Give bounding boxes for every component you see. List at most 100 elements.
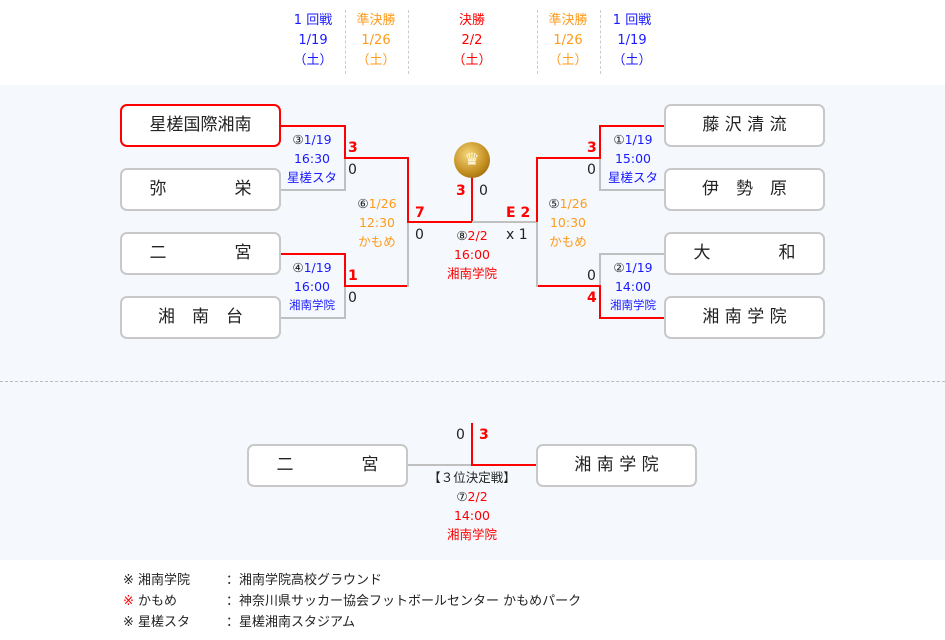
match-date: 1/19 [303,132,332,147]
bracket-line [280,125,346,127]
round-date: 1/26 [361,33,391,48]
score: 0 [456,427,465,443]
match-number: ④ [292,260,304,275]
match-date: 1/19 [303,260,332,275]
bracket-line [600,125,665,127]
match-date: 1/19 [624,260,653,275]
score: 0 [587,268,596,284]
third-place-label: 【３位決定戦】 [428,470,516,485]
match-date: 1/19 [624,132,653,147]
bracket-line [471,464,537,466]
match-date: 1/26 [559,196,588,211]
match-number: ① [613,132,625,147]
score: 0 [415,227,424,243]
match-time: 12:30 [358,215,396,230]
match-time: 15:00 [614,151,652,166]
note-mark: ※ [123,594,134,609]
score: 3 [479,427,489,443]
venue-full: ：湘南学院高校グラウンド [226,573,383,588]
note-mark: ※ [123,615,134,630]
round-date: 1/19 [298,33,328,48]
round-day: （土） [356,53,396,68]
team-box[interactable]: 湘 南 台 [120,296,281,339]
match-venue: 湘南学院 [289,298,335,312]
score: 0 [348,290,357,306]
match-number: ⑧ [456,228,468,243]
score: 3 [587,140,597,156]
team-box[interactable]: 二 宮 [247,444,408,487]
bracket-line [471,177,473,223]
match-venue: 湘南学院 [446,266,497,281]
bracket-line [536,285,601,287]
team-box[interactable]: 大 和 [664,232,825,275]
match-info: ③1/19 16:30 星槎スタ [272,130,352,187]
match-info: ⑥1/26 12:30 かもめ [337,194,417,251]
header-final: 決勝 2/2 （土） [440,11,504,71]
match-date: 2/2 [467,489,488,504]
score: 0 [479,183,488,199]
match-venue: 湘南学院 [610,298,656,312]
match-time: 16:00 [293,279,331,294]
team-box[interactable]: 二 宮 [120,232,281,275]
bracket-line [471,423,473,466]
round-label: 決勝 [458,13,485,28]
team-box[interactable]: 星槎国際湘南 [120,104,281,147]
team-box[interactable]: 藤 沢 清 流 [664,104,825,147]
match-venue: かもめ [358,234,396,249]
round-label: 1 回戦 [612,13,652,28]
match-info: ①1/19 15:00 星槎スタ [593,130,673,187]
match-venue: 星槎スタ [286,170,337,185]
match-time: 14:00 [453,508,491,523]
bracket-line [344,285,409,287]
venue-note: ※ 星槎スタ：星槎湘南スタジアム [123,612,355,633]
round-day: （土） [548,53,588,68]
match-venue: 星槎スタ [607,170,658,185]
match-time: 16:00 [453,247,491,262]
match-number: ⑥ [357,196,369,211]
team-box[interactable]: 湘 南 学 院 [664,296,825,339]
score: 3 [456,183,466,199]
bracket-line [536,222,538,287]
divider [408,10,409,74]
round-date: 2/2 [461,33,483,48]
round-date: 1/19 [617,33,647,48]
match-info: ④1/19 16:00 湘南学院 [272,258,352,315]
venue-abbr: 星槎スタ [138,615,191,630]
bracket-line [407,464,473,466]
match-date: 1/26 [368,196,397,211]
score: 0 [348,162,357,178]
bracket-line [600,317,665,319]
round-label: 準決勝 [548,13,588,28]
bracket-line [280,253,346,255]
score: 7 [415,205,425,221]
divider [537,10,538,74]
crown-medal-icon: ♛ [454,142,490,178]
round-label: 1 回戦 [293,13,333,28]
match-time: 16:30 [293,151,331,166]
bracket-line [536,157,601,159]
team-box[interactable]: 伊 勢 原 [664,168,825,211]
bracket-line [344,158,346,191]
team-box[interactable]: 湘 南 学 院 [536,444,697,487]
match-number: ⑤ [548,196,560,211]
round-day: （土） [612,53,652,68]
match-time: 10:30 [549,215,587,230]
match-venue: かもめ [549,234,587,249]
score: 0 [587,162,596,178]
match-date: 2/2 [467,228,488,243]
team-box[interactable]: 弥 栄 [120,168,281,211]
bracket-line [344,286,346,319]
venue-abbr: 湘南学院 [138,573,191,588]
score: 4 [587,290,597,306]
bracket-line [344,253,346,287]
score: 1 [348,268,358,284]
match-number: ③ [292,132,304,147]
round-day: （土） [452,53,492,68]
round-day: （土） [293,53,333,68]
match-info: ⑤1/26 10:30 かもめ [528,194,608,251]
score: E 2 [506,205,531,221]
venue-note: ※ かもめ：神奈川県サッカー協会フットボールセンター かもめパーク [123,591,581,612]
bracket-line [599,158,601,191]
